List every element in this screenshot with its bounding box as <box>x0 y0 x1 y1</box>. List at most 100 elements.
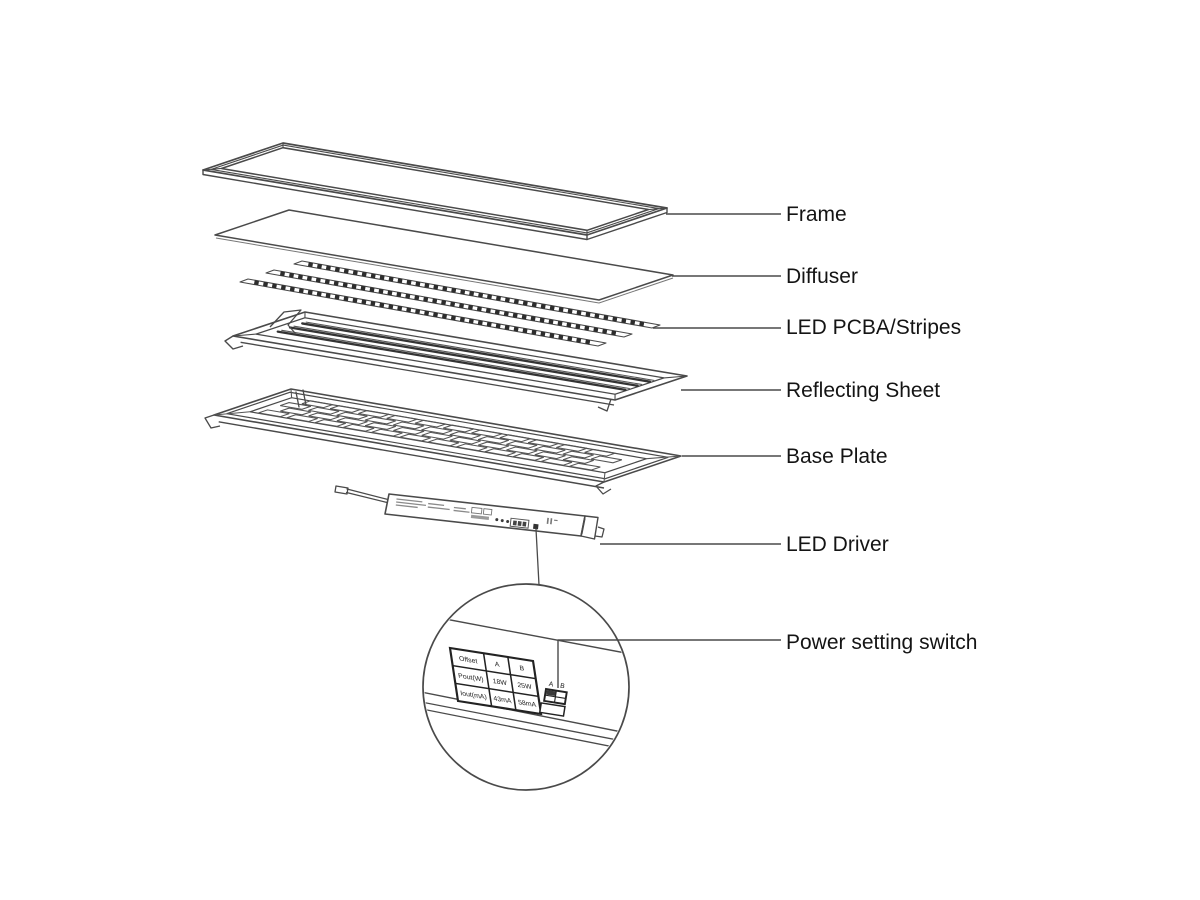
reflector-stripe <box>276 330 627 391</box>
led-chip <box>585 311 591 317</box>
reflector-stripe-line <box>293 325 643 385</box>
reflector-stripe-line <box>281 329 630 390</box>
reflector-stripe <box>301 322 652 383</box>
led-chip <box>289 286 295 292</box>
driver-text-mark <box>396 501 427 506</box>
label-led-pcba-stripes: LED PCBA/Stripes <box>786 316 961 339</box>
base-plate-cell <box>556 443 588 452</box>
table-cell-iout-b: 58mA <box>518 699 537 709</box>
leader-lines <box>557 213 781 688</box>
reflector-stripe-line <box>305 321 655 381</box>
led-chip <box>432 298 438 304</box>
base-plate-cell <box>562 456 594 464</box>
driver-end-line <box>581 518 586 535</box>
driver-end-bracket <box>580 515 599 540</box>
label-power-setting-switch: Power setting switch <box>786 631 977 654</box>
led-chip <box>352 270 358 276</box>
base-plate-drawing <box>204 388 682 495</box>
base-flap-fold <box>302 389 307 406</box>
base-plate-cell <box>484 448 516 457</box>
led-chip <box>495 323 501 329</box>
switch-lever-a <box>546 690 556 697</box>
base-flap-fold <box>295 391 300 408</box>
reflector-corner-mitre <box>663 375 688 379</box>
led-chip <box>567 308 573 314</box>
magnified-driver-top-edge <box>424 614 628 656</box>
led-chip <box>522 300 528 306</box>
base-plate-cell <box>371 428 403 437</box>
base-plate-cell <box>393 421 425 430</box>
led-chip <box>397 305 403 311</box>
magnified-driver-bottom-edge <box>424 707 628 752</box>
led-chip <box>406 279 412 285</box>
led-chip <box>522 328 528 334</box>
base-plate-cell <box>308 406 340 415</box>
base-plate-cell <box>421 426 453 435</box>
led-chip <box>558 334 564 340</box>
led-chip <box>567 336 573 342</box>
led-chip <box>442 313 447 319</box>
led-chip <box>298 288 304 294</box>
led-chip <box>297 274 303 280</box>
label-diffuser: Diffuser <box>786 265 858 288</box>
led-chip <box>504 297 510 303</box>
diffuser-drawing <box>214 209 674 304</box>
label-frame: Frame <box>786 203 847 226</box>
led-chip <box>415 309 421 314</box>
led-chip <box>575 324 581 329</box>
driver-dot <box>506 519 510 523</box>
led-chip <box>343 296 349 302</box>
reflector-front-foot <box>597 398 612 412</box>
led-chip <box>576 310 582 316</box>
reflector-thickness-edge <box>240 341 615 406</box>
magnifier-circle <box>422 583 630 791</box>
driver-cable <box>346 488 391 501</box>
table-cell-iout-a: 43mA <box>493 695 512 705</box>
driver-end-hook <box>594 526 605 538</box>
led-chip <box>361 271 367 277</box>
base-thickness-edge <box>218 421 605 489</box>
led-chip <box>558 307 564 312</box>
table-cell-pout-b: 25W <box>517 682 533 691</box>
base-corner-mitre <box>213 411 251 416</box>
led-chip <box>486 321 492 327</box>
base-plate-cell <box>478 441 510 450</box>
reflecting-sheet-drawing <box>224 309 688 412</box>
led-stripe-outline <box>293 260 661 329</box>
base-plate-cell <box>584 448 616 457</box>
driver-dot <box>495 518 499 522</box>
led-chip <box>459 317 465 322</box>
led-chip <box>621 318 627 324</box>
base-corner-mitre <box>645 455 682 460</box>
led-chip <box>539 317 545 323</box>
led-chip <box>280 285 286 290</box>
led-chip <box>343 268 349 274</box>
driver-display-digit <box>522 521 527 527</box>
led-stripe-outline <box>265 269 633 338</box>
led-chip <box>639 321 645 327</box>
led-chip <box>513 299 519 304</box>
base-plate-cell <box>414 419 446 428</box>
base-plate-cell <box>534 445 566 454</box>
led-chip <box>487 294 492 300</box>
reflector-left-flange <box>224 335 244 350</box>
led-chip <box>325 293 331 298</box>
base-plate-cell <box>336 417 368 426</box>
led-chip <box>415 281 421 287</box>
led-chip <box>324 279 330 285</box>
led-chip <box>513 326 519 332</box>
table-header-a: A <box>494 661 500 669</box>
led-chip <box>566 322 572 328</box>
driver-dot <box>500 519 504 523</box>
led-chip <box>450 315 456 321</box>
led-chip <box>433 312 438 318</box>
led-chip <box>397 278 403 284</box>
led-chip <box>351 284 357 289</box>
led-chip <box>424 283 430 288</box>
led-chip <box>315 277 321 283</box>
led-chip <box>494 309 500 315</box>
led-chip <box>602 328 608 334</box>
led-stripes-drawing <box>239 260 661 347</box>
